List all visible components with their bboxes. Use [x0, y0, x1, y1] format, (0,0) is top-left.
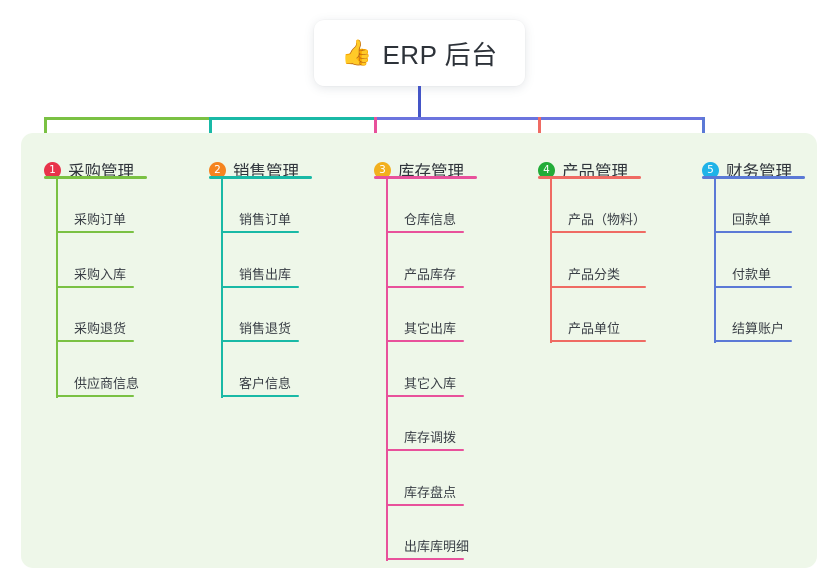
leaf-item-label[interactable]: 出库库明细 — [404, 539, 470, 554]
leaf-item-rule — [550, 231, 646, 233]
leaf-item-label[interactable]: 采购退货 — [74, 321, 127, 336]
leaf-item-label[interactable]: 结算账户 — [732, 321, 785, 336]
branch-number-badge: 1 — [44, 161, 61, 179]
branch-spine — [714, 179, 716, 343]
leaf-item-label[interactable]: 供应商信息 — [74, 375, 140, 391]
leaf-item-label[interactable]: 采购入库 — [74, 266, 127, 282]
branch-title-rule — [209, 176, 312, 179]
leaf-item-label[interactable]: 销售退货 — [239, 321, 292, 336]
leaf-item-rule — [386, 231, 464, 233]
leaf-item-label[interactable]: 销售订单 — [239, 212, 292, 227]
branch-title-rule — [538, 176, 641, 179]
branch-number-badge: 3 — [374, 161, 391, 179]
trunk-connector — [417, 86, 421, 120]
leaf-item-rule — [221, 340, 299, 342]
branch-spine — [56, 179, 58, 398]
leaf-item-label[interactable]: 库存盘点 — [404, 484, 457, 500]
leaf-item-rule — [386, 503, 464, 506]
leaf-item-rule — [56, 394, 134, 397]
root-node-content: 👍 ERP 后台 — [341, 35, 497, 72]
leaf-item-rule — [56, 231, 134, 233]
leaf-item-rule — [56, 340, 134, 342]
leaf-item-rule — [221, 394, 299, 397]
leaf-item-label[interactable]: 产品（物料） — [568, 212, 647, 227]
branch-title-rule — [44, 176, 147, 179]
leaf-item-rule — [386, 558, 464, 560]
leaf-item-label[interactable]: 销售出库 — [239, 266, 292, 282]
branch-number-badge: 2 — [209, 161, 226, 179]
leaf-item-rule — [386, 285, 464, 288]
branch-number-badge: 5 — [702, 161, 719, 179]
leaf-item-rule — [714, 285, 792, 288]
leaf-item-rule — [550, 340, 646, 342]
leaf-item-rule — [386, 340, 464, 342]
leaf-item-rule — [714, 340, 792, 342]
leaf-item-label[interactable]: 付款单 — [732, 266, 772, 282]
leaf-item-label[interactable]: 其它出库 — [404, 321, 457, 336]
leaf-item-label[interactable]: 其它入库 — [404, 375, 457, 391]
leaf-item-label[interactable]: 产品单位 — [568, 321, 621, 336]
branch-spine — [550, 179, 552, 343]
branch-panel — [21, 133, 817, 568]
leaf-item-rule — [221, 231, 299, 233]
leaf-item-label[interactable]: 采购订单 — [74, 212, 127, 227]
branch-spine — [386, 179, 388, 561]
bus-segment-1 — [45, 117, 210, 120]
branch-drop-5 — [702, 117, 705, 141]
root-node-card[interactable]: 👍 ERP 后台 — [314, 20, 525, 86]
leaf-item-label[interactable]: 产品库存 — [404, 266, 457, 282]
leaf-item-label[interactable]: 库存调拨 — [404, 430, 457, 445]
leaf-item-label[interactable]: 产品分类 — [568, 266, 621, 282]
bus-segment-2 — [210, 117, 375, 120]
branch-spine — [221, 179, 223, 398]
leaf-item-rule — [221, 285, 299, 288]
thumbs-up-icon: 👍 — [341, 38, 373, 67]
branch-drop-3 — [374, 117, 377, 141]
leaf-item-label[interactable]: 客户信息 — [239, 375, 292, 391]
page-title: ERP 后台 — [382, 39, 498, 70]
leaf-item-label[interactable]: 仓库信息 — [404, 212, 457, 227]
branch-number-badge: 4 — [538, 161, 555, 179]
leaf-item-rule — [56, 285, 134, 288]
leaf-item-rule — [386, 394, 464, 397]
leaf-item-rule — [714, 231, 792, 233]
leaf-item-label[interactable]: 回款单 — [732, 212, 772, 227]
leaf-item-rule — [386, 449, 464, 451]
branch-title-rule — [374, 176, 477, 179]
branch-drop-4 — [538, 117, 541, 141]
branch-drop-2 — [209, 117, 212, 141]
branch-title-rule — [702, 176, 805, 179]
leaf-item-rule — [550, 285, 646, 288]
branch-drop-1 — [44, 117, 47, 141]
